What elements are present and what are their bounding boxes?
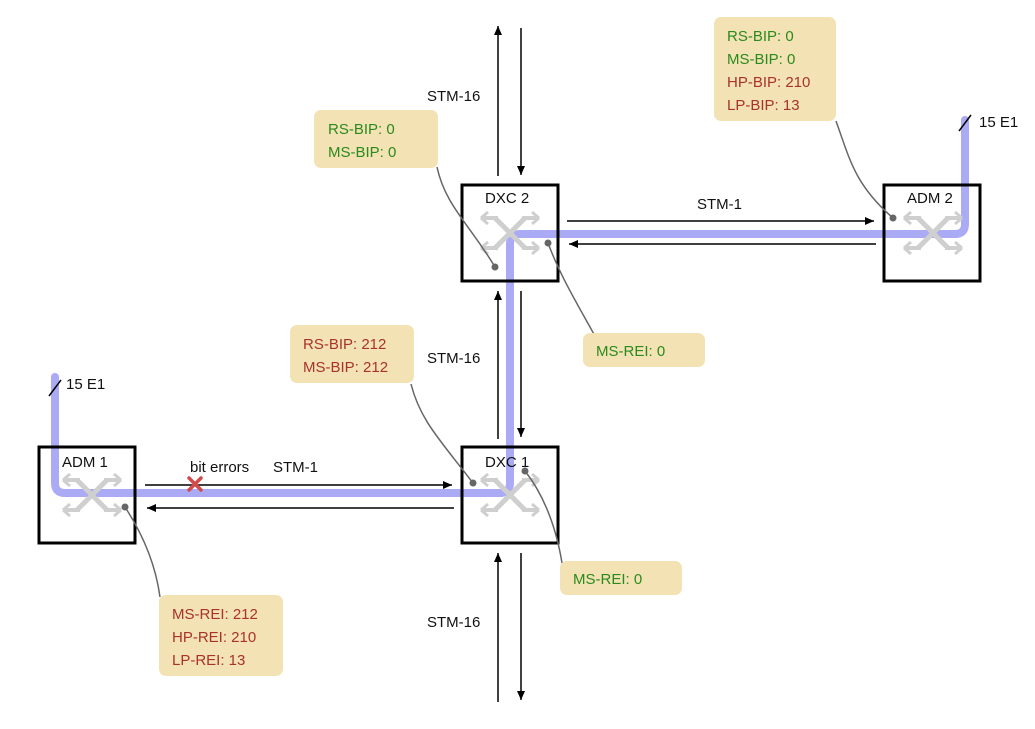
stm16-mid-label: STM-16	[427, 350, 480, 367]
tributary-tick-icon	[48, 379, 62, 397]
callout-line: MS-BIP: 212	[303, 359, 388, 376]
leader-line	[124, 506, 161, 598]
measurement-point	[469, 479, 477, 487]
leader-lines	[124, 120, 894, 598]
callout-adm2-in: RS-BIP: 0 MS-BIP: 0 HP-BIP: 210 LP-BIP: …	[714, 17, 836, 121]
leader-line	[524, 470, 563, 564]
dxc2-label: DXC 2	[485, 190, 529, 207]
callout-line: LP-BIP: 13	[727, 97, 800, 114]
cross-mark-icon	[187, 476, 203, 492]
callout-line: MS-REI: 212	[172, 606, 258, 623]
callout-line: HP-REI: 210	[172, 629, 256, 646]
adm1-node[interactable]	[37, 445, 137, 545]
tributary-tick-icon	[958, 114, 972, 132]
callout-box	[314, 110, 438, 168]
leader-line	[547, 242, 596, 337]
callout-line: LP-REI: 13	[172, 652, 245, 669]
stm16-top-label: STM-16	[427, 88, 480, 105]
stm1-top-label: STM-1	[697, 196, 742, 213]
callout-box	[159, 595, 283, 676]
leader-line	[436, 166, 496, 268]
callout-box	[290, 325, 414, 383]
bit-errors-label: bit errors	[190, 459, 249, 476]
callout-dxc1-in: RS-BIP: 212 MS-BIP: 212	[290, 325, 414, 383]
dxc1-label: DXC 1	[485, 454, 529, 471]
callout-line: MS-BIP: 0	[328, 144, 396, 161]
leader-line	[835, 120, 894, 219]
measurement-point	[491, 263, 499, 271]
callout-line: RS-BIP: 0	[328, 121, 395, 138]
callout-box	[714, 17, 836, 121]
callout-box	[583, 333, 705, 367]
callout-line: RS-BIP: 212	[303, 336, 386, 353]
measurement-point	[521, 467, 529, 475]
callout-line: HP-BIP: 210	[727, 74, 810, 91]
adm2-node[interactable]	[882, 183, 982, 283]
callout-dxc2-back: MS-REI: 0	[583, 333, 705, 367]
callout-line: MS-REI: 0	[573, 571, 642, 588]
dxc2-node[interactable]	[460, 183, 560, 283]
adm1-label: ADM 1	[62, 454, 108, 471]
callout-line: MS-BIP: 0	[727, 51, 795, 68]
callout-dxc1-back: MS-REI: 0	[560, 561, 682, 595]
measurement-point	[544, 239, 552, 247]
callout-box	[560, 561, 682, 595]
adm1-tributary-label: 15 E1	[66, 376, 105, 393]
callout-line: MS-REI: 0	[596, 343, 665, 360]
callout-dxc2-in: RS-BIP: 0 MS-BIP: 0	[314, 110, 438, 168]
callout-adm1-back: MS-REI: 212 HP-REI: 210 LP-REI: 13	[159, 595, 283, 676]
adm2-label: ADM 2	[907, 190, 953, 207]
stm1-bottom-label: STM-1	[273, 459, 318, 476]
stm16-bottom-label: STM-16	[427, 614, 480, 631]
dxc1-node[interactable]	[460, 445, 560, 545]
measurement-point	[121, 503, 129, 511]
measurement-point	[889, 214, 897, 222]
leader-line	[410, 383, 474, 484]
adm2-tributary-label: 15 E1	[979, 114, 1018, 131]
callout-line: RS-BIP: 0	[727, 28, 794, 45]
signal-path	[51, 116, 969, 497]
